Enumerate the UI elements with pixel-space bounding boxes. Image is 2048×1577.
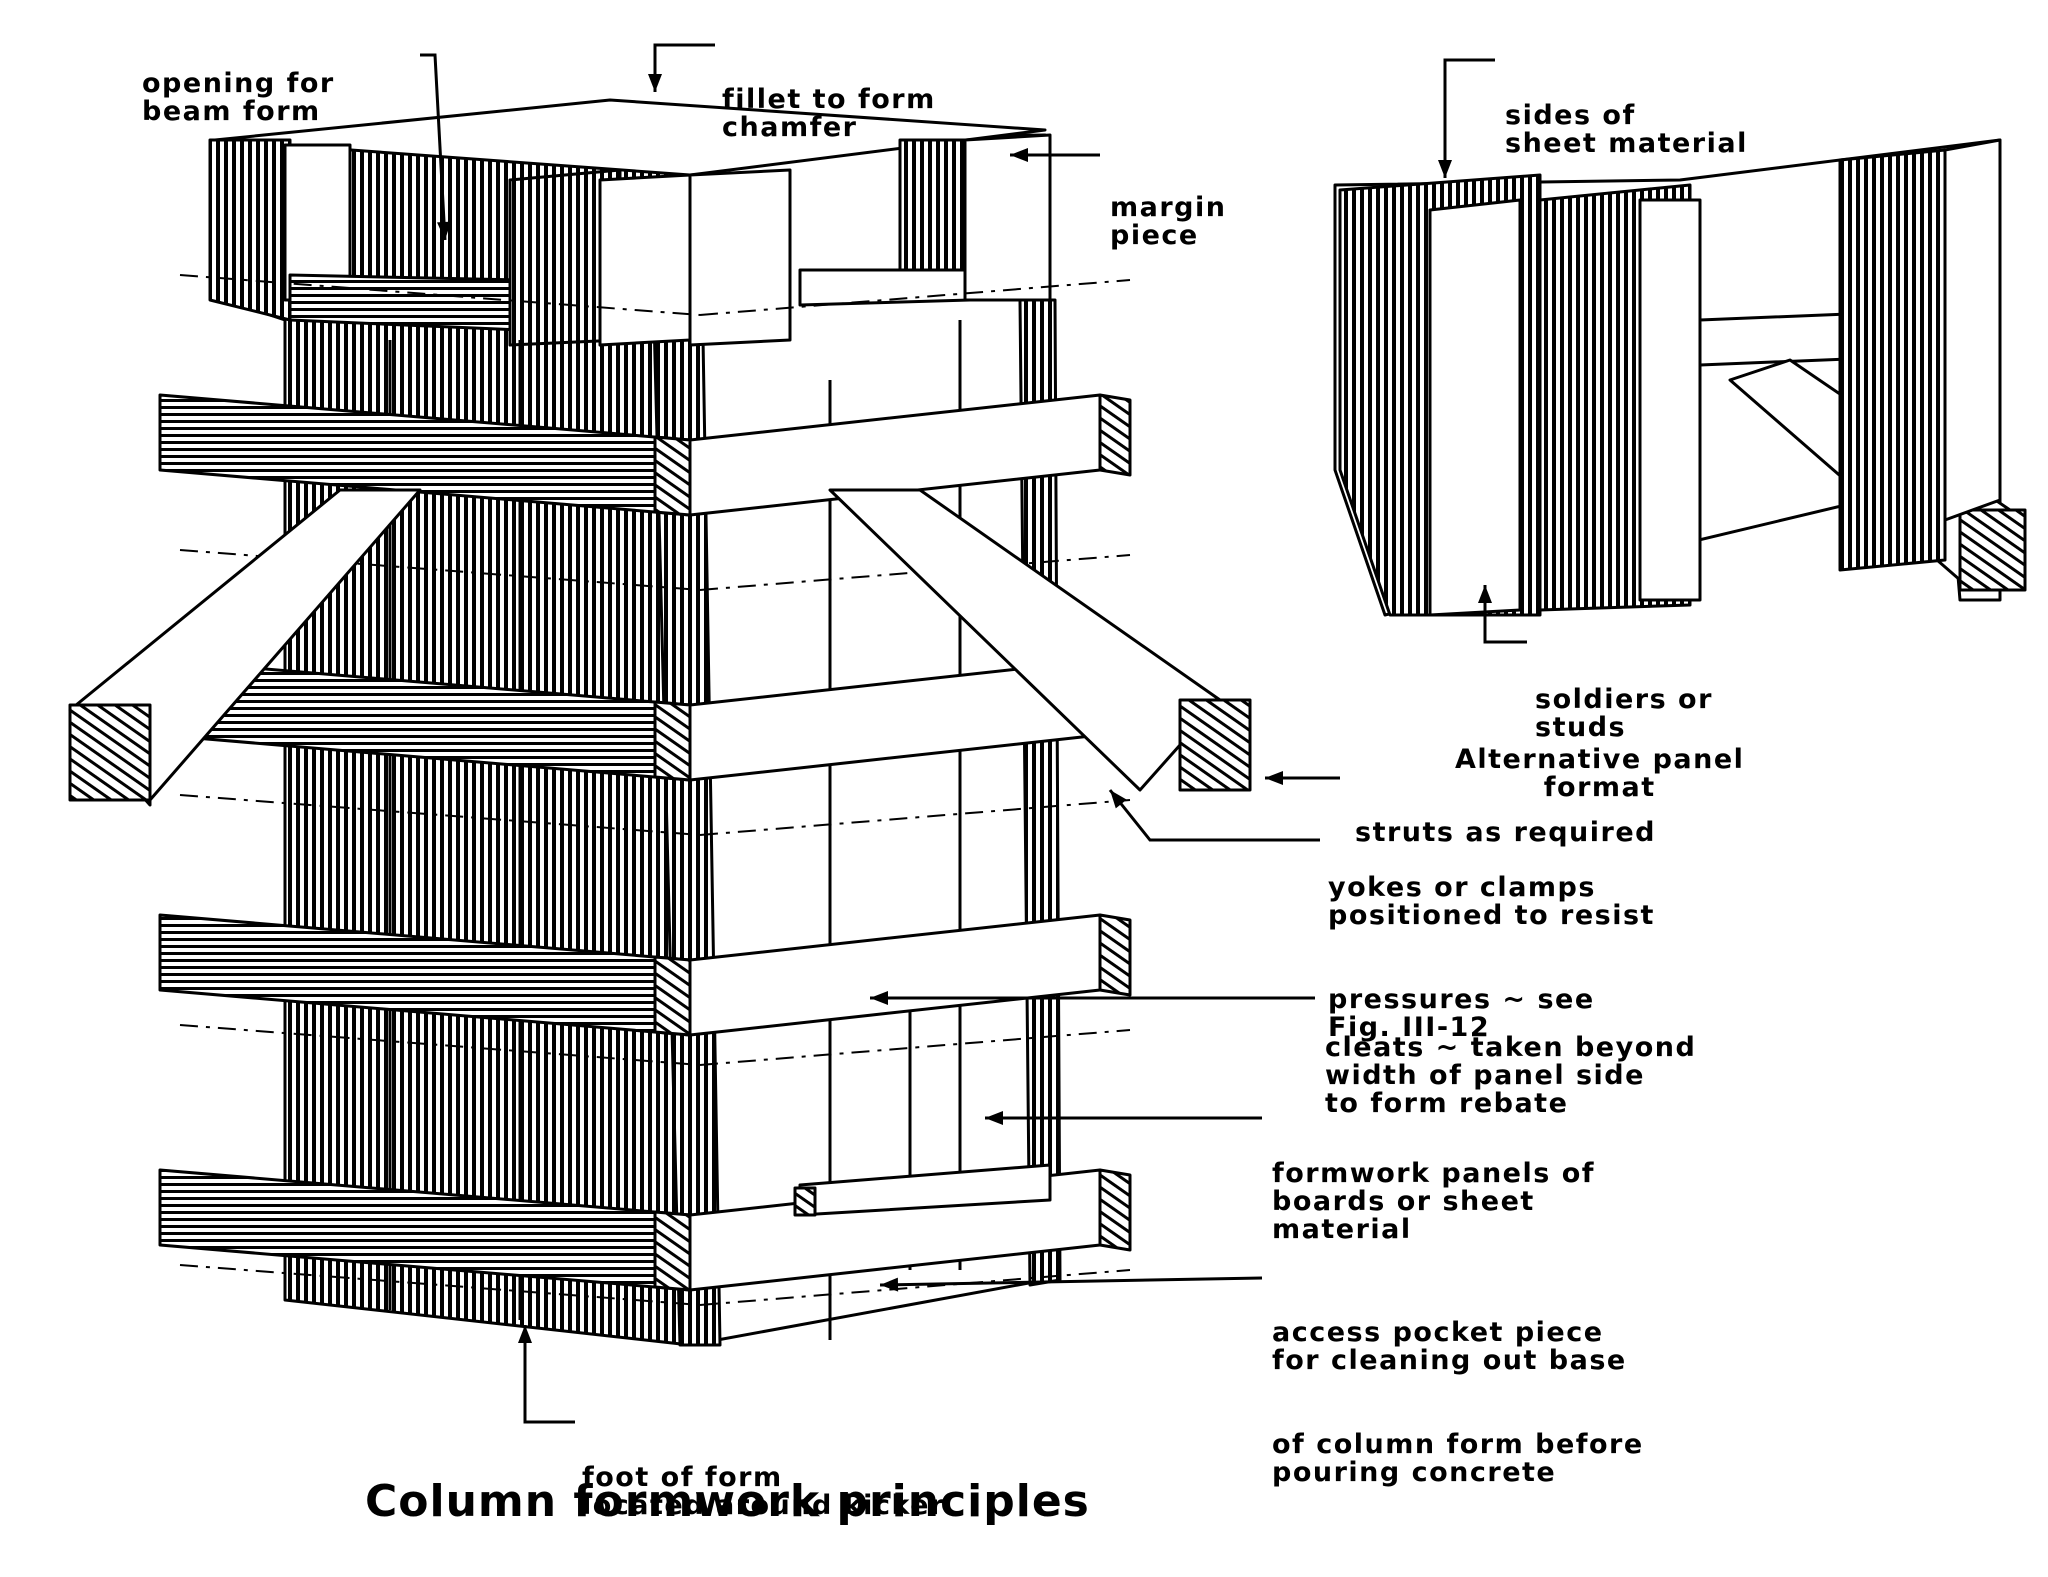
front-opening-sill <box>798 268 972 307</box>
yoke-tie-right-3 <box>699 1029 1131 1066</box>
alt-panel-strut-end <box>1958 508 2027 592</box>
arrow-fillet-head <box>648 74 662 92</box>
margin-piece-right <box>963 133 1052 302</box>
arrow-struts-head <box>1265 771 1283 785</box>
arrow-access-pocket-head <box>880 1277 899 1292</box>
arrow-sides-of-sheet <box>1443 58 1495 178</box>
strut-left-end <box>68 703 152 802</box>
yoke-tie-right-4 <box>699 1269 1131 1306</box>
yoke-corner-0 <box>653 435 692 517</box>
alt-panel-stud-face <box>1428 198 1522 617</box>
label-struts-as-required: struts as required <box>1355 817 1656 848</box>
arrow-soldiers <box>1483 585 1527 644</box>
column-formwork-drawing <box>68 43 2027 1424</box>
arrow-yokes <box>1108 789 1320 842</box>
arrow-formwork-panels-head <box>985 1111 1003 1125</box>
yoke-tie-left-3 <box>179 1024 701 1066</box>
figure-title: Column formwork principles <box>365 1476 1090 1527</box>
yoke-end-0 <box>1098 393 1132 477</box>
arrow-margin-piece-head <box>1010 148 1028 162</box>
yoke-corner-1 <box>653 700 692 782</box>
arrow-opening-for-beam-form-head <box>437 221 452 240</box>
arrow-soldiers-head <box>1478 585 1492 603</box>
arrow-foot-of-form <box>523 1325 575 1424</box>
arrow-fillet <box>653 43 715 92</box>
arrow-cleats-head <box>870 991 888 1005</box>
yoke-tie-right-0 <box>699 279 1131 316</box>
arrow-opening-for-beam-form <box>420 53 447 241</box>
yoke-tie-left-0 <box>179 274 701 316</box>
arrow-sides-of-sheet-head <box>1438 160 1452 178</box>
arrow-access-pocket <box>879 1276 1263 1287</box>
arrow-yokes-head <box>1110 790 1127 809</box>
alt-panel-back-edge <box>1943 138 2002 522</box>
arrow-foot-of-form-head <box>518 1325 532 1343</box>
access-pocket-end <box>793 1186 817 1217</box>
yoke-end-3 <box>1098 1168 1132 1252</box>
yoke-tie-right-2 <box>699 799 1131 836</box>
column-top-rim <box>213 98 1047 177</box>
top-front-margin <box>688 168 792 347</box>
alt-panel-back-stud <box>1838 148 1947 572</box>
yoke-end-2 <box>1098 913 1132 997</box>
yoke-tie-right-1 <box>699 554 1131 591</box>
yoke-corner-2 <box>653 955 692 1037</box>
strut-right-end <box>1178 698 1252 792</box>
top-center-margin <box>598 173 692 347</box>
yoke-corner-3 <box>653 1210 692 1292</box>
beam-opening-sill <box>288 273 522 332</box>
yoke-tie-left-2 <box>179 794 701 836</box>
alt-panel-stud-front <box>1638 198 1702 602</box>
yoke-tie-left-4 <box>179 1264 701 1306</box>
